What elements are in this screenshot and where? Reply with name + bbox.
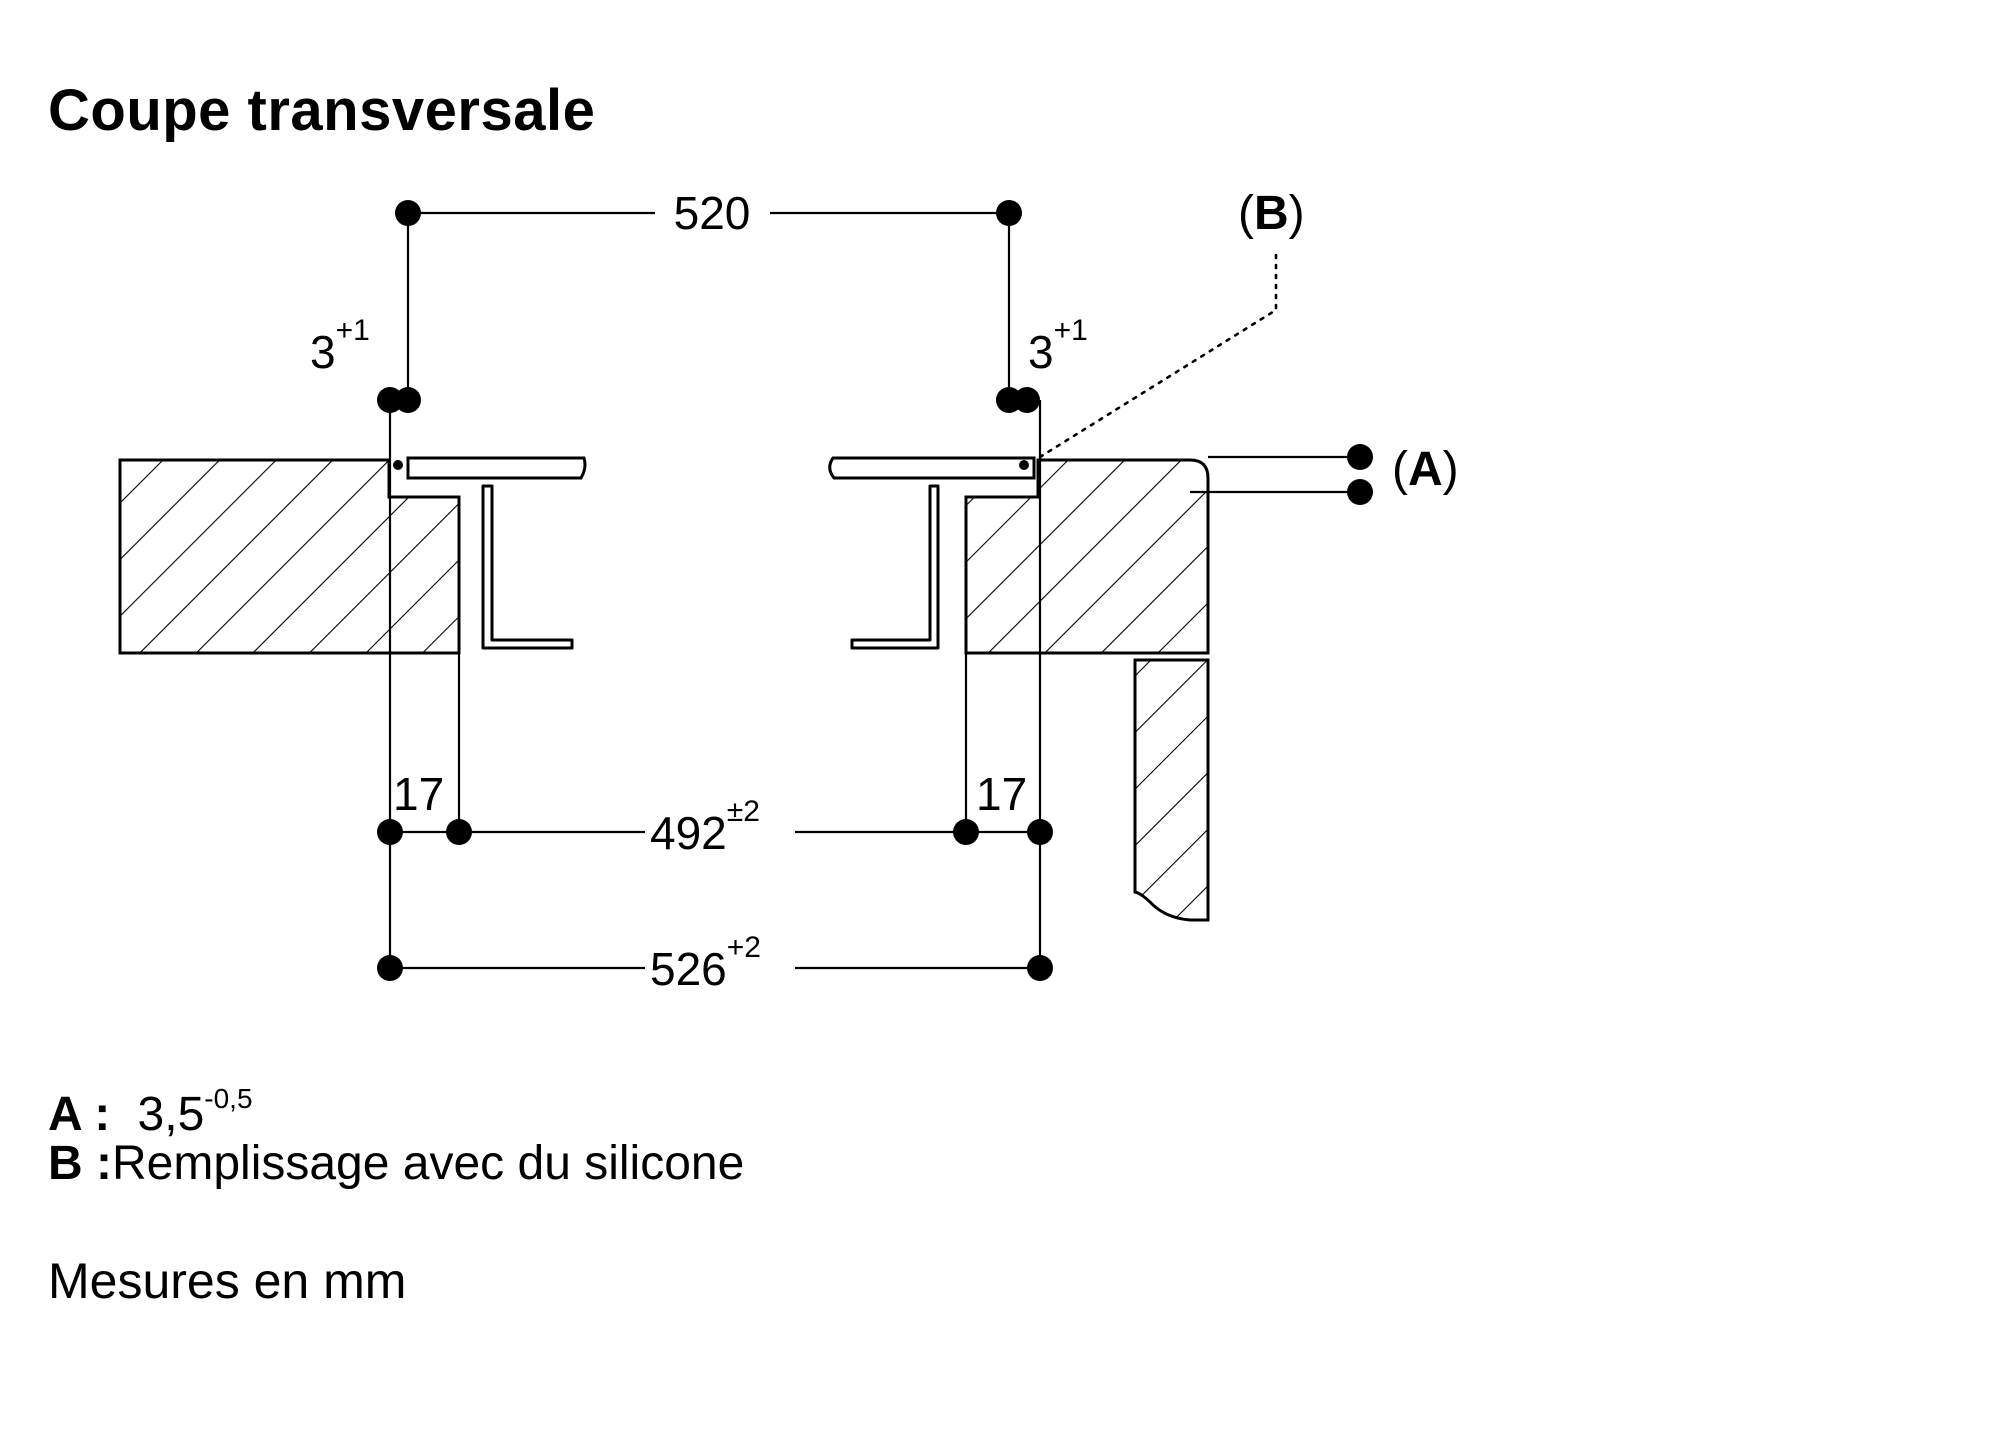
units-note: Mesures en mm: [48, 1253, 407, 1309]
left-glass: [406, 456, 587, 480]
edge-left-label: 17: [393, 768, 444, 820]
dim-526-label: 526+2: [650, 931, 761, 995]
legend-a-value: 3,5: [137, 1088, 205, 1141]
callout-b-leader: [1038, 253, 1278, 459]
diagram-title: Coupe transversale: [48, 78, 596, 143]
gap-left-label: 3+1: [310, 314, 370, 378]
callout-a: (A): [1392, 443, 1459, 496]
dim-520-label: 520: [674, 187, 751, 239]
dim-492-label: 492±2: [650, 795, 760, 859]
left-bracket: [481, 484, 574, 650]
legend-b-text: Remplissage avec du silicone: [111, 1137, 745, 1190]
edge-right-label: 17: [976, 768, 1027, 820]
side-panel: [1133, 658, 1210, 922]
right-countertop: [964, 458, 1210, 655]
silicone-left: [393, 460, 403, 470]
right-bracket: [850, 484, 940, 650]
right-glass: [828, 456, 1036, 480]
gap-right-label: 3+1: [1028, 314, 1088, 378]
callout-b: (B): [1238, 187, 1305, 240]
legend-a-tolerance: -0,5: [204, 1083, 253, 1114]
legend-b: B :Remplissage avec du silicone: [48, 1140, 744, 1188]
dim-520: [406, 211, 1011, 400]
legend-b-key: B :: [48, 1137, 112, 1190]
legend-a-key: A :: [48, 1088, 111, 1141]
silicone-right: [1019, 460, 1029, 470]
left-countertop: [118, 458, 461, 655]
legend-a: A : 3,5-0,5: [48, 1085, 253, 1139]
